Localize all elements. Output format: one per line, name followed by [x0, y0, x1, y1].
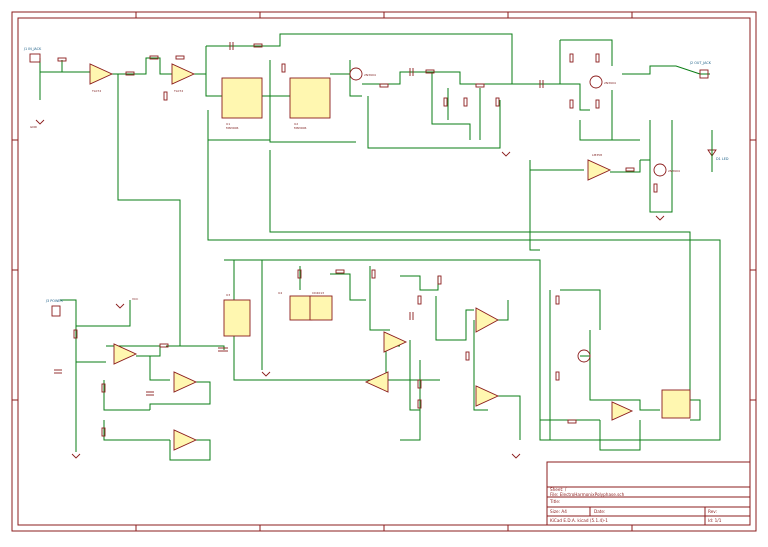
svg-text:LM358: LM358	[592, 153, 602, 157]
svg-text:U1: U1	[226, 122, 230, 126]
input-jack: J1 IN_JACK	[23, 47, 42, 63]
title-block-date: Date:	[594, 509, 605, 514]
ic-u4-a: U4	[278, 291, 313, 321]
title-block-size: Size: A4	[550, 509, 567, 514]
transistor-q1: 2N3904	[349, 67, 376, 81]
opamp-power-3	[173, 429, 198, 451]
opamp-lfo-lower	[611, 401, 634, 421]
svg-text:MN3006: MN3006	[226, 126, 239, 130]
svg-text:CD4013: CD4013	[312, 291, 324, 295]
title-block-sheet: Sheet: /	[550, 487, 567, 492]
opamp-power-2	[173, 371, 198, 393]
ic-lower-right	[661, 389, 691, 419]
upper-passives	[57, 42, 658, 193]
opamp-lfo: LM358	[587, 153, 612, 181]
gnd-label: GND	[30, 125, 38, 129]
svg-text:U3: U3	[226, 293, 230, 297]
led-indicator: D1 LED	[707, 130, 729, 172]
title-block-title: Title:	[549, 499, 560, 504]
output-jack: J2 OUT_JACK	[689, 61, 712, 79]
svg-text:J3 POWER: J3 POWER	[45, 299, 63, 303]
lower-passives	[54, 269, 577, 437]
lower-wires	[60, 250, 721, 461]
svg-text:J2 OUT_JACK: J2 OUT_JACK	[689, 61, 712, 65]
svg-text:TL072: TL072	[91, 89, 101, 93]
svg-text:U2: U2	[294, 122, 298, 126]
opamp-lower-2	[383, 331, 408, 353]
transistor-q3: 2N3904	[653, 163, 680, 177]
ic-u4-b: CD4013	[309, 291, 333, 321]
svg-text:U4: U4	[278, 291, 282, 295]
title-block-rev: Rev:	[708, 509, 717, 514]
opamp-input-buffer: TL072	[89, 63, 114, 93]
transistor-q2: 2N3904	[589, 75, 616, 89]
opamp-lower-3	[364, 371, 389, 393]
ic-u2: U2 MN3006	[289, 77, 331, 130]
svg-text:2N3904: 2N3904	[668, 169, 680, 173]
power-jack: J3 POWER	[45, 299, 63, 317]
title-block-kicad: KiCad E.D.A. kicad (5.1.4)-1	[550, 518, 608, 523]
svg-text:MN3006: MN3006	[294, 126, 307, 130]
svg-text:D1 LED: D1 LED	[716, 157, 729, 161]
title-block-file: File: ElectroHarmonixPolyphase.sch	[550, 492, 625, 497]
svg-text:2N3904: 2N3904	[604, 81, 616, 85]
title-block: Sheet: / File: ElectroHarmonixPolyphase.…	[546, 461, 751, 526]
opamp-input-filter: TL072	[171, 63, 196, 93]
opamp-lower-1	[475, 307, 499, 333]
upper-wires	[39, 33, 721, 410]
ic-u3: U3	[223, 293, 251, 337]
svg-text:2N3904: 2N3904	[364, 73, 376, 77]
vcc-label: VCC	[132, 297, 138, 301]
title-block-id: Id: 1/1	[708, 518, 722, 523]
outer-border	[11, 11, 757, 532]
input-jack-label: J1 IN_JACK	[23, 47, 42, 51]
opamp-lower-4	[475, 385, 500, 407]
border-ticks	[12, 12, 756, 531]
ic-u1: U1 MN3006	[221, 77, 263, 130]
transistor-q4	[577, 349, 591, 363]
svg-text:TL072: TL072	[173, 89, 183, 93]
ground-symbols	[35, 119, 665, 459]
opamp-power-1	[113, 343, 138, 365]
